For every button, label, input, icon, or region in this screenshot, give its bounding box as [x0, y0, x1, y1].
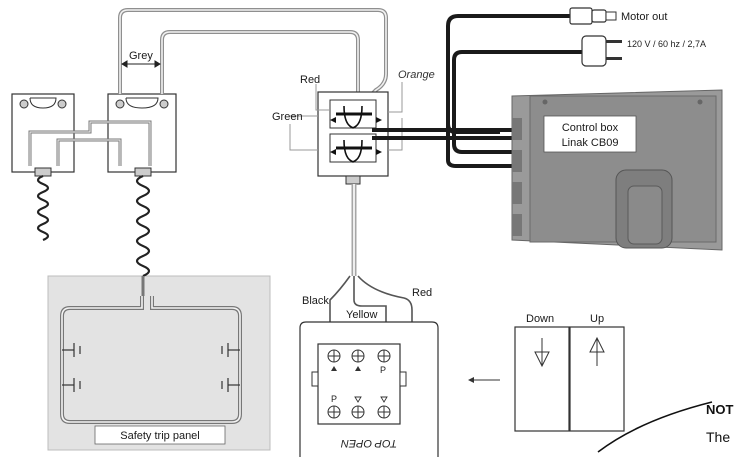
safety-trip-panel: Safety trip panel [47, 275, 271, 451]
note-text: The [706, 429, 730, 445]
left-coil-cord [36, 174, 50, 242]
up-arrow-icon [589, 336, 605, 366]
down-arrow-icon [534, 338, 550, 368]
trip-switch-top-left [62, 343, 81, 357]
note-heading: NOT [706, 402, 734, 417]
upside-down-text: TOP OPEN [341, 437, 397, 449]
power-spec-label: 120 V / 60 hz / 2,7A [627, 39, 706, 49]
junction-block [317, 91, 389, 185]
orange-label: Orange [398, 69, 435, 81]
terminal-p-bottom: P [331, 394, 337, 404]
safety-trip-panel-label: Safety trip panel [120, 430, 200, 442]
up-down-switch [514, 326, 625, 432]
green-label: Green [272, 111, 303, 123]
black-cables [372, 14, 580, 168]
grey-width-arrow [121, 60, 161, 68]
down-label: Down [526, 313, 554, 325]
pendant-switch-box: P P TOP OPEN [299, 321, 439, 457]
black-label: Black [302, 295, 329, 307]
terminal-p-top: P [380, 365, 386, 375]
grey-label: Grey [129, 50, 153, 62]
trip-switch-bottom-left [62, 378, 81, 392]
motor-out-label: Motor out [621, 11, 667, 23]
yellow-label: Yellow [346, 309, 377, 321]
right-connector-block [107, 93, 177, 177]
up-label: Up [590, 313, 604, 325]
red-top-label: Red [300, 74, 320, 86]
power-plug [570, 35, 622, 67]
red-bottom-label: Red [412, 287, 432, 299]
motor-out-plug [569, 7, 617, 25]
trip-switch-bottom-right [221, 378, 240, 392]
control-box-label-1: Control box [562, 122, 619, 134]
left-connector-block [11, 93, 75, 177]
trip-switch-top-right [221, 343, 240, 357]
control-box: Control box Linak CB09 [511, 89, 723, 251]
right-coil-cord [135, 174, 151, 296]
control-box-label-2: Linak CB09 [562, 137, 619, 149]
note-callout: NOT The [597, 401, 734, 453]
pointer-arrow [468, 377, 500, 383]
